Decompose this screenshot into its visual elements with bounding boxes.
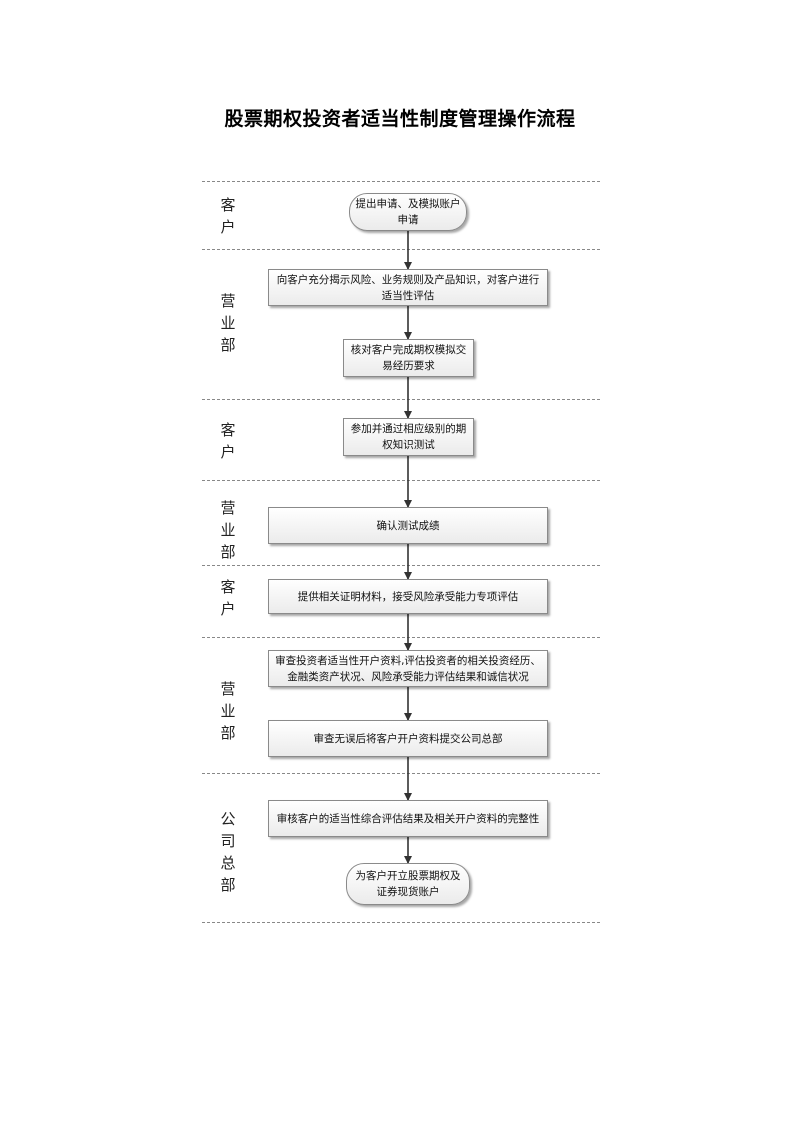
- lane-label-headquarters: 公 司 总 部: [220, 810, 236, 894]
- flow-step-apply: 提出申请、及模拟账户 申请: [349, 193, 467, 231]
- flow-step-verify-simulation: 核对客户完成期权模拟交 易经历要求: [343, 339, 474, 377]
- flow-step-risk-disclosure: 向客户充分揭示风险、业务规则及产品知识，对客户进行 适当性评估: [268, 269, 548, 306]
- lane-divider: [202, 922, 600, 923]
- lane-label-customer-2: 客 户: [220, 421, 236, 461]
- flow-step-hq-audit: 审核客户的适当性综合评估结果及相关开户资料的完整性: [268, 800, 548, 837]
- lane-label-branch-1: 营 业 部: [220, 292, 236, 354]
- lane-label-customer-3: 客 户: [220, 578, 236, 618]
- flow-step-knowledge-test: 参加并通过相应级别的期 权知识测试: [343, 418, 474, 456]
- lane-label-branch-3: 营 业 部: [220, 680, 236, 742]
- flow-step-review-documents: 审查投资者适当性开户资料,评估投资者的相关投资经历、 金融类资产状况、风险承受能…: [268, 650, 548, 687]
- page-title: 股票期权投资者适当性制度管理操作流程: [224, 108, 576, 130]
- lane-divider: [202, 637, 600, 638]
- lane-divider: [202, 249, 600, 250]
- lane-divider: [202, 181, 600, 182]
- lane-divider: [202, 565, 600, 566]
- lane-divider: [202, 399, 600, 400]
- lane-label-branch-2: 营 业 部: [220, 499, 236, 561]
- flow-step-provide-materials: 提供相关证明材料，接受风险承受能力专项评估: [268, 579, 548, 614]
- lane-label-customer-1: 客 户: [220, 196, 236, 236]
- lane-divider: [202, 773, 600, 774]
- flow-step-confirm-score: 确认测试成绩: [268, 507, 548, 544]
- lane-divider: [202, 480, 600, 481]
- flow-step-open-accounts: 为客户开立股票期权及 证券现货账户: [346, 863, 470, 905]
- flow-step-submit-headquarters: 审查无误后将客户开户资料提交公司总部: [268, 720, 548, 757]
